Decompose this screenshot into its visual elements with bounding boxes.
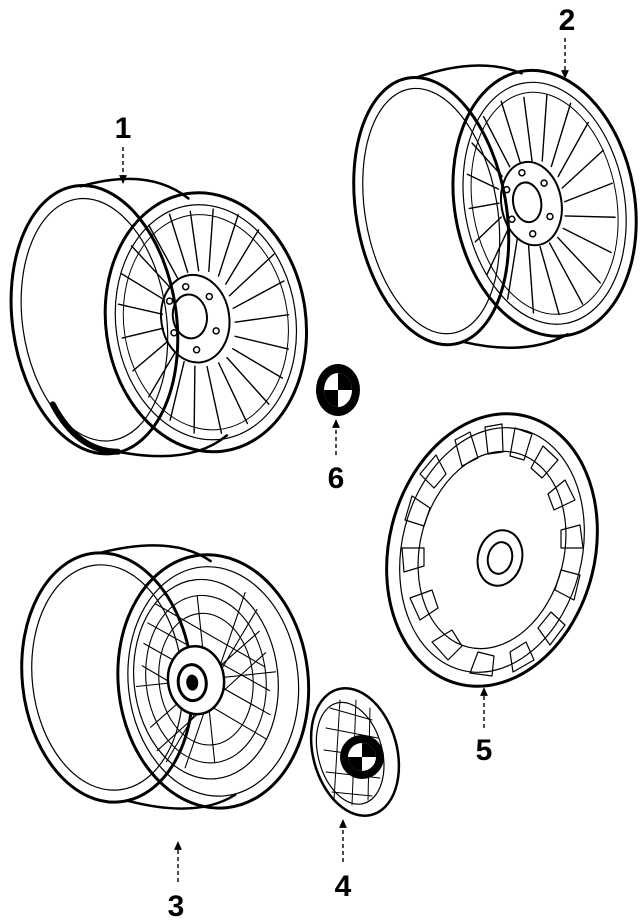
wheel-cover-part-5[interactable] — [359, 391, 626, 709]
callout-labels: 1 2 3 4 5 6 — [115, 4, 576, 923]
emblem-part-6[interactable] — [316, 364, 360, 416]
wheel-part-2[interactable] — [334, 41, 640, 373]
callout-2: 2 — [559, 4, 576, 37]
callout-3: 3 — [168, 890, 185, 923]
callout-4: 4 — [335, 870, 352, 903]
callout-1: 1 — [115, 112, 132, 145]
wheel-part-1[interactable] — [0, 156, 323, 478]
callout-5: 5 — [476, 734, 493, 767]
wheel-part-3[interactable] — [9, 530, 321, 828]
leader-lines — [119, 38, 569, 882]
center-cap-part-4[interactable] — [298, 678, 413, 825]
callout-6: 6 — [328, 462, 345, 495]
